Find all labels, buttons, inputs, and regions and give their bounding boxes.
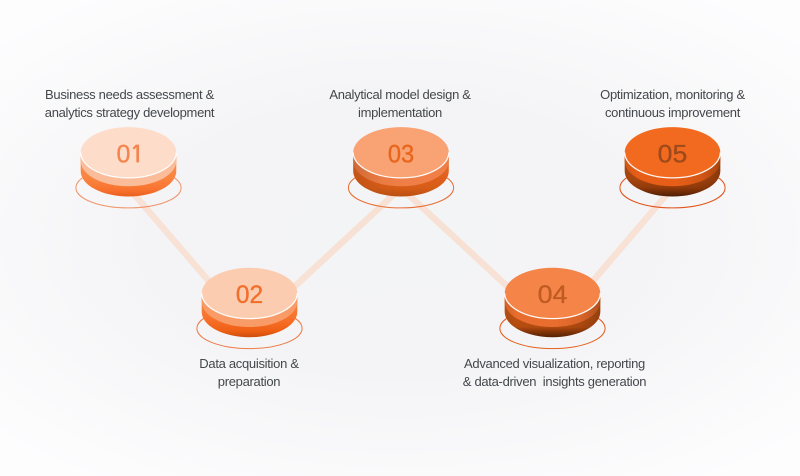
svg-text:04: 04 — [538, 281, 568, 309]
svg-text:03: 03 — [388, 141, 414, 169]
svg-text:05: 05 — [658, 141, 688, 169]
svg-text:0: 0 — [116, 141, 130, 169]
svg-text:02: 02 — [236, 281, 263, 309]
